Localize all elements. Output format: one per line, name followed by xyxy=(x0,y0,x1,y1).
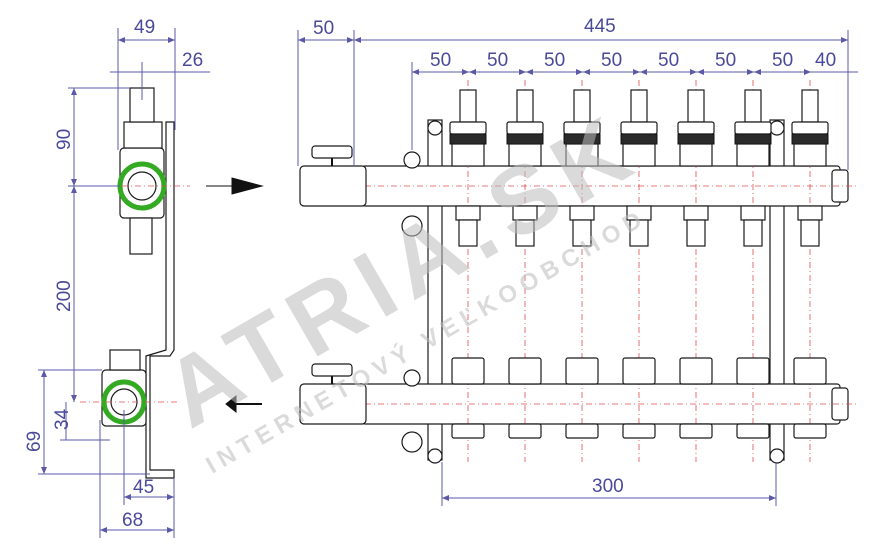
dim-outlet-pitch-6: 50 xyxy=(715,50,736,71)
outlet-2 xyxy=(506,80,544,462)
dim-overall-length: 445 xyxy=(584,16,616,37)
outlet-1 xyxy=(449,80,487,462)
outlet-7 xyxy=(791,80,829,462)
dim-outlet-pitch-1: 50 xyxy=(430,50,451,71)
upper-outlet-stub xyxy=(129,217,153,255)
dim-side-offset-top: 26 xyxy=(182,50,203,71)
side-view-dimensions: 49 26 90 200 69 34 45 68 xyxy=(24,17,210,538)
return-ball-valve xyxy=(299,363,367,425)
front-view-dimensions: 50 445 50 50 50 50 50 50 50 40 300 xyxy=(297,16,858,506)
dim-side-height-lower: 69 xyxy=(24,431,45,452)
dim-side-height-between: 200 xyxy=(54,280,75,312)
front-view xyxy=(299,80,858,464)
dim-side-width-top: 49 xyxy=(134,17,155,38)
dim-bracket-spacing: 300 xyxy=(592,476,624,497)
outlet-4 xyxy=(620,80,658,462)
dim-side-width-bottom-outer: 68 xyxy=(122,510,143,531)
dim-inlet-offset: 50 xyxy=(313,18,334,39)
outlet-3 xyxy=(563,80,601,462)
mounting-bracket xyxy=(145,121,175,479)
supply-air-vent xyxy=(403,151,421,169)
supply-drain-valve xyxy=(401,215,423,237)
dim-outlet-pitch-5: 50 xyxy=(658,50,679,71)
dim-side-offset-lower: 34 xyxy=(52,408,73,430)
return-air-vent xyxy=(403,369,421,387)
dim-side-width-bottom-inner: 45 xyxy=(133,477,154,498)
supply-ball-valve xyxy=(299,145,367,207)
dim-outlet-pitch-3: 50 xyxy=(544,50,565,71)
outlet-5 xyxy=(677,80,715,462)
dim-outlet-pitch-4: 50 xyxy=(601,50,622,71)
upper-valve-nut xyxy=(123,121,163,149)
side-view xyxy=(80,87,190,479)
lower-valve-nut xyxy=(109,349,141,371)
dim-end-offset: 40 xyxy=(815,50,836,71)
return-drain-valve xyxy=(401,431,423,453)
dim-side-height-upper: 90 xyxy=(54,129,75,150)
outlet-6 xyxy=(734,80,772,462)
dim-outlet-pitch-2: 50 xyxy=(487,50,508,71)
inflow-arrow xyxy=(206,177,264,195)
dim-outlet-pitch-7: 50 xyxy=(772,50,793,71)
